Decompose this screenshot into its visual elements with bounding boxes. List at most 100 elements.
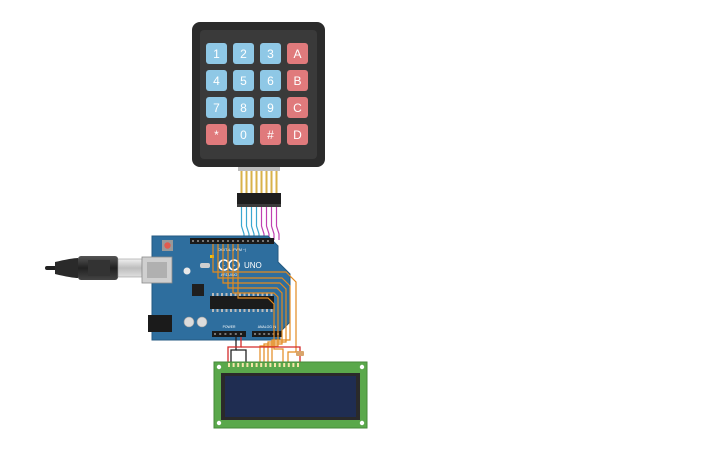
keypad-wire[interactable]: [255, 207, 260, 240]
keypad-key[interactable]: 1: [206, 43, 227, 64]
keypad-wire[interactable]: [250, 207, 255, 240]
keypad-key-face[interactable]: [233, 97, 254, 118]
keypad-key-label: D: [293, 128, 302, 142]
lcd-pin: [269, 363, 272, 367]
chip-pin: [270, 293, 273, 296]
header-hole: [257, 240, 259, 242]
keypad-key[interactable]: 6: [260, 70, 281, 91]
keypad-key[interactable]: 7: [206, 97, 227, 118]
lcd-wires[interactable]: [212, 244, 297, 362]
lcd-data-wire[interactable]: [217, 244, 291, 362]
keypad-key-face[interactable]: [233, 70, 254, 91]
keypad-key-face[interactable]: [287, 43, 308, 64]
keypad-key-label: 6: [267, 74, 274, 88]
keypad-key-face[interactable]: [233, 124, 254, 145]
lcd-data-wire[interactable]: [222, 244, 287, 362]
ribbon-pin: [240, 171, 243, 193]
keypad-key-face[interactable]: [260, 70, 281, 91]
keypad-wire[interactable]: [275, 207, 280, 240]
keypad-key-label: 9: [267, 101, 274, 115]
lcd-16x2[interactable]: [213, 361, 368, 429]
keypad-key[interactable]: 8: [233, 97, 254, 118]
keypad-wire[interactable]: [265, 207, 270, 240]
keypad-key-face[interactable]: [206, 70, 227, 91]
ribbon-pin: [250, 171, 253, 193]
keypad-key-face[interactable]: [287, 97, 308, 118]
usb-cable[interactable]: [45, 256, 143, 280]
lcd-screen: [225, 376, 356, 417]
keypad-key[interactable]: C: [287, 97, 308, 118]
power-label: POWER: [223, 325, 236, 329]
keypad-key[interactable]: B: [287, 70, 308, 91]
digital-header-label: DIGITAL (PWM ~): [218, 248, 246, 252]
lcd-pin: [264, 363, 267, 367]
keypad-key-label: 5: [240, 74, 247, 88]
keypad-key-face[interactable]: [287, 70, 308, 91]
chip-pin: [230, 309, 232, 312]
chip-pin: [225, 293, 228, 296]
header-hole: [222, 240, 224, 242]
lcd-pin: [274, 363, 276, 367]
keypad-key[interactable]: #: [260, 124, 281, 145]
usb-cable-end: [45, 266, 57, 270]
keypad-key-face[interactable]: [260, 97, 281, 118]
svg-text:−: −: [223, 263, 226, 269]
keypad-key-label: 1: [213, 47, 220, 61]
lcd-pin: [246, 363, 249, 367]
keypad-key[interactable]: 2: [233, 43, 254, 64]
keypad-key[interactable]: 9: [260, 97, 281, 118]
keypad-wire[interactable]: [260, 207, 265, 240]
usb-plug-grip: [88, 260, 110, 276]
keypad-key-face[interactable]: [206, 43, 227, 64]
chip-pin: [243, 309, 246, 312]
crystal: [200, 263, 210, 268]
header-hole: [254, 333, 256, 335]
wire-vcc-2: [241, 346, 301, 362]
keypad-key-label: 7: [213, 101, 220, 115]
lcd-data-wire[interactable]: [237, 244, 284, 362]
keypad-key-face[interactable]: [287, 124, 308, 145]
capacitor-1: [183, 316, 195, 328]
lcd-data-wire[interactable]: [227, 244, 283, 362]
header-hole: [192, 240, 194, 242]
keypad-key[interactable]: *: [206, 124, 227, 145]
keypad-key-label: 8: [240, 101, 247, 115]
chip-pin: [257, 293, 259, 296]
keypad-key-face[interactable]: [260, 43, 281, 64]
header-hole: [214, 333, 216, 335]
keypad-key-face[interactable]: [206, 124, 227, 145]
keypad-key[interactable]: 3: [260, 43, 281, 64]
wire-gnd: [230, 337, 237, 362]
keypad-key[interactable]: D: [287, 124, 308, 145]
lcd-pin: [228, 363, 230, 367]
keypad-wires[interactable]: [240, 207, 280, 240]
header-hole: [267, 333, 270, 335]
chip-pin: [257, 309, 259, 312]
header-hole: [267, 240, 269, 242]
chip-pin: [248, 293, 250, 296]
keypad-wire[interactable]: [245, 207, 250, 240]
keypad-key-face[interactable]: [260, 124, 281, 145]
keypad-key[interactable]: A: [287, 43, 308, 64]
keypad-key[interactable]: 4: [206, 70, 227, 91]
lcd-data-wire[interactable]: [232, 244, 279, 362]
keypad-key[interactable]: 5: [233, 70, 254, 91]
keypad-wire[interactable]: [240, 207, 245, 240]
reset-button-cap[interactable]: [164, 242, 171, 249]
keypad-wire[interactable]: [270, 207, 275, 240]
power-header: [212, 331, 246, 337]
keypad-key-label: 2: [240, 47, 247, 61]
lcd-data-wire[interactable]: [212, 244, 297, 362]
power-wires[interactable]: [227, 337, 304, 362]
wire-gnd-2: [236, 349, 247, 362]
keypad-key-label: 3: [267, 47, 274, 61]
keypad-key-face[interactable]: [233, 43, 254, 64]
keypad-key-face[interactable]: [206, 97, 227, 118]
lcd-pin: [278, 363, 281, 367]
chip-pin: [239, 293, 241, 296]
keypad-key[interactable]: 0: [233, 124, 254, 145]
analog-label: ANALOG IN: [258, 325, 277, 329]
